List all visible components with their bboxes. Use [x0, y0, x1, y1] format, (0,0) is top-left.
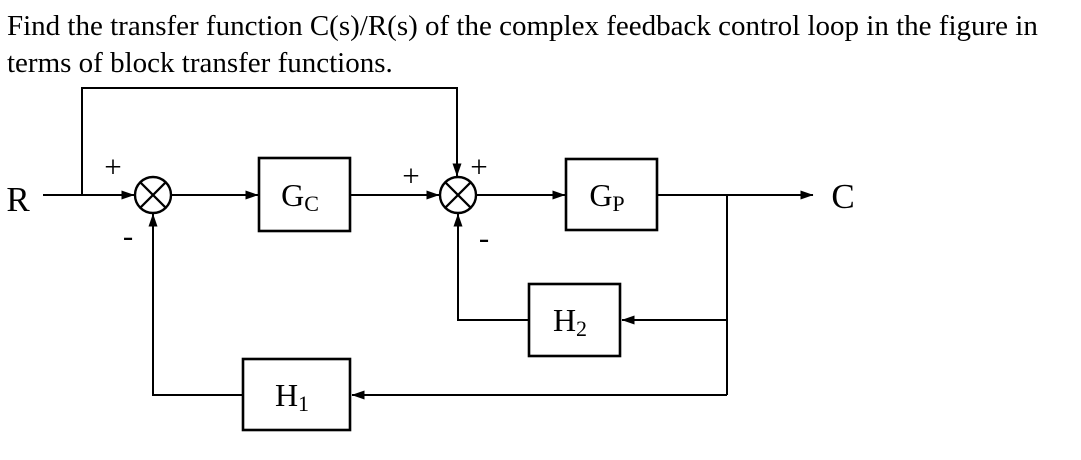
- summing-junction-1: [133, 175, 173, 215]
- problem-statement-line2: terms of block transfer functions.: [7, 47, 393, 79]
- block-h1-box: [241, 357, 352, 432]
- block-h2-label: H2: [553, 302, 587, 341]
- summing-junction-1-cross-icon: [139, 181, 167, 209]
- block-h2-box: [527, 282, 622, 358]
- block-h1-label: H1: [275, 377, 309, 416]
- block-h1: H1: [241, 357, 352, 432]
- block-gp-label: GP: [589, 177, 624, 216]
- feedforward-wire: [81, 87, 462, 195]
- sign-sum2-feedforward-plus: +: [470, 149, 487, 184]
- output-label: C: [831, 177, 854, 216]
- summing-junction-2-cross-icon: [444, 181, 472, 209]
- input-label: R: [6, 180, 30, 219]
- block-gc-label: GC: [281, 177, 319, 216]
- block-gc: GC: [257, 156, 352, 233]
- problem-statement: Find the transfer function C(s)/R(s) of …: [7, 8, 1038, 82]
- sign-sum2-input-plus: +: [402, 158, 419, 193]
- block-h2: H2: [527, 282, 622, 358]
- h1-feedback-wire: [148, 213, 243, 396]
- sign-sum1-input-plus: +: [104, 149, 121, 184]
- sign-sum1-feedback-minus: -: [123, 218, 133, 253]
- problem-statement-line1: Find the transfer function C(s)/R(s) of …: [7, 10, 1038, 42]
- sign-sum2-feedback-minus: -: [479, 220, 489, 255]
- h2-feedback-wire: [453, 213, 529, 321]
- block-gp-box: [564, 157, 659, 232]
- block-gp: GP: [564, 157, 659, 232]
